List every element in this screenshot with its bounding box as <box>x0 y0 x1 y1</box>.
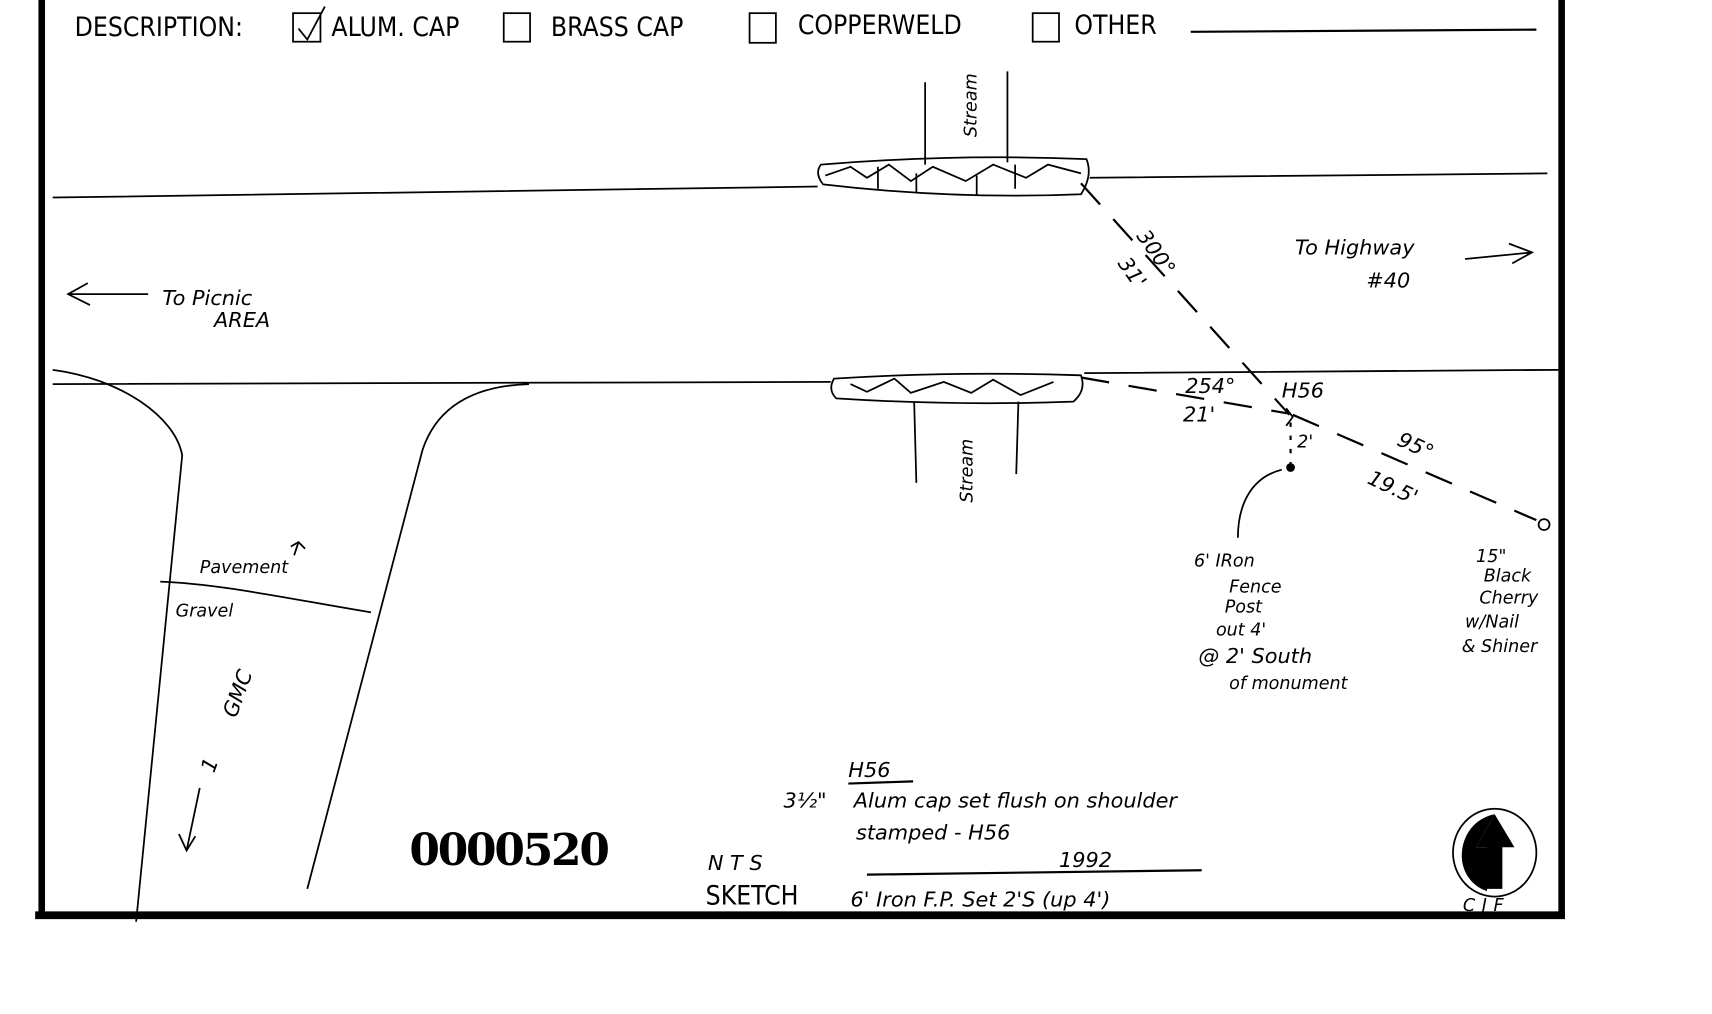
road-edge-south <box>52 368 1559 385</box>
note-stamp-top: H56 <box>848 758 890 782</box>
note-year: 1992 <box>1059 848 1112 872</box>
bearing-254: 254° <box>1185 374 1235 398</box>
option-other: OTHER <box>1074 11 1156 41</box>
note-line: & Shiner <box>1462 637 1539 657</box>
offset-2: 2' <box>1297 433 1313 453</box>
fence-post-point <box>1286 463 1295 472</box>
culvert-south <box>830 372 1084 405</box>
to-highway-label: To Highway <box>1295 236 1415 260</box>
north-arrow-icon <box>1452 807 1538 898</box>
note-line: 15" <box>1476 547 1506 567</box>
note-line: Fence <box>1229 578 1282 598</box>
side-road-edge-east <box>306 383 530 890</box>
note-line-1: Alum cap set flush on shoulder <box>852 789 1179 813</box>
tree-point <box>1537 518 1551 531</box>
note-line: w/Nail <box>1465 613 1519 633</box>
bearing-95: 95° <box>1394 427 1438 464</box>
monument-label: H56 <box>1282 378 1324 402</box>
checkmark-icon <box>297 6 326 42</box>
arrow-right-icon <box>1464 242 1535 265</box>
stream-banks-south <box>913 401 1020 483</box>
arrow-left-icon <box>66 282 149 306</box>
option-alum-cap: ALUM. CAP <box>331 13 459 43</box>
description-label: DESCRIPTION: <box>75 13 243 43</box>
checkbox-other[interactable] <box>1031 12 1060 43</box>
monument-mark <box>1285 407 1294 427</box>
stream-label-south: Stream <box>957 439 977 503</box>
leader-line <box>1237 468 1283 538</box>
serial-number: 0000520 <box>409 825 608 876</box>
checkbox-brass-cap[interactable] <box>502 12 531 43</box>
note-size: 3½" <box>784 789 827 813</box>
to-picnic-label: To Picnic <box>162 286 252 310</box>
note-line: out 4' <box>1216 620 1266 640</box>
distance-21: 21' <box>1183 402 1215 426</box>
option-brass-cap: BRASS CAP <box>551 13 683 43</box>
note-line: Post <box>1225 597 1263 617</box>
tie-line-300 <box>1080 182 1291 416</box>
highway-number: #40 <box>1366 269 1410 293</box>
arrow-down-icon <box>178 787 201 853</box>
road-edge-north <box>52 172 1548 199</box>
option-copperweld: COPPERWELD <box>798 11 962 41</box>
arrow-up-icon <box>290 541 306 556</box>
note-line: of monument <box>1229 674 1349 694</box>
description-row: DESCRIPTION: ALUM. CAP BRASS CAP COPPERW… <box>75 6 1537 44</box>
other-blank-line <box>1190 28 1537 33</box>
picnic-area-label: AREA <box>212 308 270 332</box>
nts-label: NTS <box>708 851 769 875</box>
note-line: @ 2' South <box>1198 644 1312 668</box>
fence-post-note: 6' IRon Fence Post out 4' @ 2' South of … <box>1194 551 1349 694</box>
distance-19-5: 19.5' <box>1364 466 1421 510</box>
tree-note: 15" Black Cherry w/Nail & Shiner <box>1462 547 1539 657</box>
note-line: Cherry <box>1479 589 1539 609</box>
note-line: Black <box>1484 567 1532 587</box>
note-divider <box>866 869 1202 876</box>
pavement-label: Pavement <box>200 558 290 578</box>
tie-line-254 <box>1080 376 1290 415</box>
road-number-label: 1 <box>196 755 223 776</box>
initials: CJF <box>1463 896 1510 916</box>
side-road-edge-west <box>52 368 184 922</box>
road-name-label: GMC <box>218 666 257 720</box>
tie-line-95 <box>1292 413 1537 522</box>
stream-banks-north <box>924 71 1009 165</box>
culvert-north <box>817 156 1090 197</box>
checkbox-copperweld[interactable] <box>748 12 777 44</box>
note-line: 6' IRon <box>1194 551 1255 571</box>
note-underline <box>848 780 914 785</box>
stream-label-north: Stream <box>962 73 982 137</box>
sketch-label: SKETCH <box>706 881 799 911</box>
note-line-3: 6' Iron F.P. Set 2'S (up 4') <box>851 887 1111 911</box>
pavement-gravel-line <box>160 580 372 614</box>
gravel-label: Gravel <box>176 602 234 622</box>
checkbox-alum-cap[interactable] <box>292 6 326 43</box>
note-line-2: stamped - H56 <box>856 821 1010 845</box>
